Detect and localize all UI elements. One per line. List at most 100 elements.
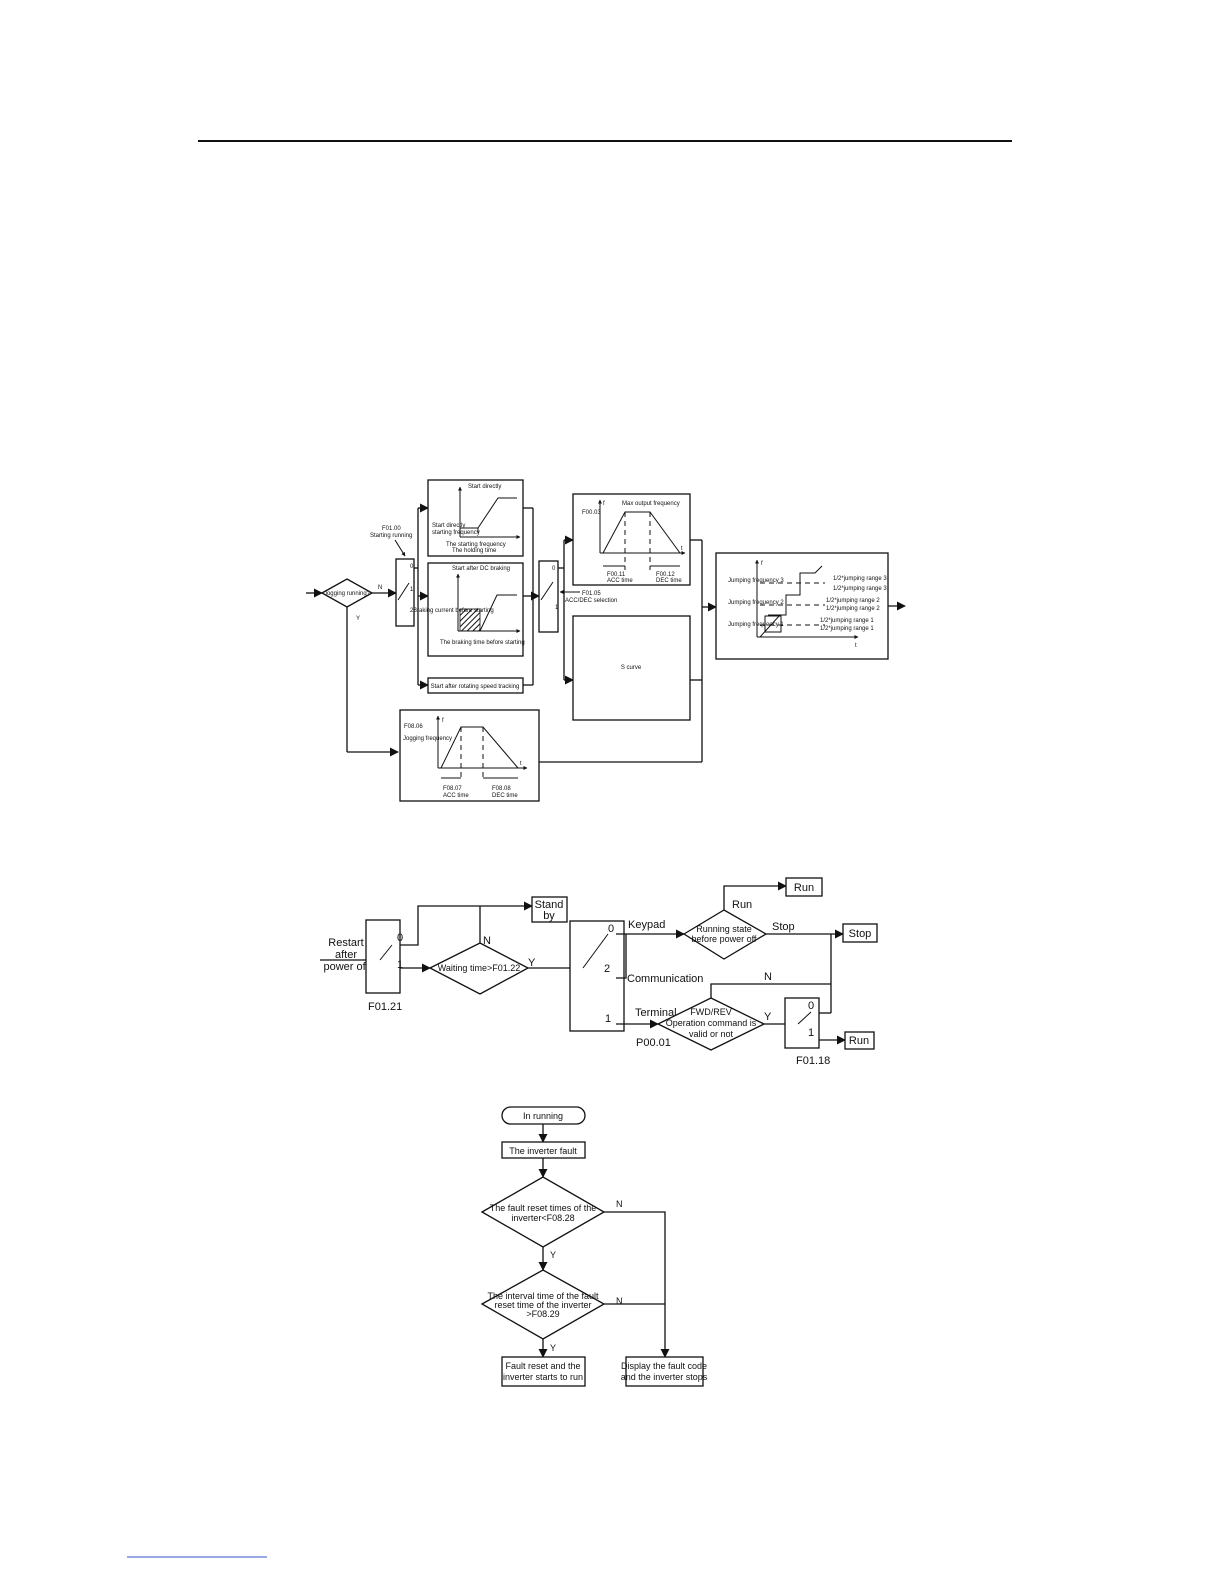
svg-text:Keypad: Keypad bbox=[628, 919, 665, 931]
f0100-code: F01.00 bbox=[382, 526, 401, 532]
svg-text:Y: Y bbox=[550, 1343, 556, 1353]
svg-text:DEC time: DEC time bbox=[656, 578, 682, 584]
run-top-box bbox=[785, 877, 823, 897]
run-bottom-box bbox=[844, 1031, 875, 1050]
svg-text:f: f bbox=[442, 718, 444, 724]
accdec-switch bbox=[538, 560, 559, 633]
svg-text:N: N bbox=[616, 1296, 623, 1306]
svg-text:Run: Run bbox=[849, 1035, 869, 1047]
f0118-switch bbox=[784, 997, 820, 1049]
svg-text:inverter starts to run: inverter starts to run bbox=[503, 1372, 583, 1382]
svg-text:Stop: Stop bbox=[772, 921, 795, 933]
jogging-decision-label: Jogging running? bbox=[324, 591, 371, 597]
svg-text:F00.03: F00.03 bbox=[582, 510, 601, 516]
svg-text:Y: Y bbox=[764, 1011, 772, 1023]
svg-text:F08.08: F08.08 bbox=[492, 786, 511, 792]
svg-text:starting frequency: starting frequency bbox=[432, 530, 480, 536]
svg-text:1/2*jumping range 2: 1/2*jumping range 2 bbox=[826, 606, 880, 612]
diagram-fault-reset: In running The inverter fault The fault … bbox=[480, 1106, 708, 1387]
svg-text:Fault reset and the: Fault reset and the bbox=[505, 1361, 580, 1371]
svg-text:Operation command is: Operation command is bbox=[666, 1018, 757, 1028]
svg-text:P00.01: P00.01 bbox=[636, 1037, 671, 1049]
svg-text:N: N bbox=[378, 585, 382, 591]
svg-text:Waiting time>F01.22: Waiting time>F01.22 bbox=[438, 963, 520, 973]
svg-text:The braking time before starti: The braking time before starting bbox=[440, 640, 525, 646]
svg-text:1/2*jumping range 1: 1/2*jumping range 1 bbox=[820, 618, 874, 624]
svg-text:Y: Y bbox=[356, 616, 360, 622]
svg-text:0: 0 bbox=[552, 566, 556, 572]
stop-box bbox=[842, 923, 878, 943]
svg-text:0: 0 bbox=[397, 932, 403, 944]
svg-text:Stand: Stand bbox=[535, 899, 564, 911]
fault-reset-box bbox=[501, 1356, 586, 1387]
svg-text:>F08.29: >F08.29 bbox=[526, 1309, 559, 1319]
svg-text:The starting frequency: The starting frequency bbox=[446, 542, 506, 548]
svg-text:F08.07: F08.07 bbox=[443, 786, 462, 792]
svg-text:DEC time: DEC time bbox=[492, 793, 518, 799]
svg-text:Jumping frequency 3: Jumping frequency 3 bbox=[728, 578, 784, 584]
svg-text:F01.05: F01.05 bbox=[582, 591, 601, 597]
display-fault-box bbox=[625, 1356, 704, 1387]
svg-text:1/2*jumping range 3: 1/2*jumping range 3 bbox=[833, 586, 887, 592]
standby-box bbox=[531, 896, 568, 923]
svg-text:Communication: Communication bbox=[627, 973, 703, 985]
diagram-running-flow: Jogging running? N Y 0 1 2 F01.00 Starti… bbox=[306, 479, 906, 802]
svg-text:Run: Run bbox=[732, 899, 752, 911]
svg-text:ACC/DEC selection: ACC/DEC selection bbox=[565, 598, 617, 604]
svg-text:Y: Y bbox=[528, 957, 536, 969]
svg-text:Stop: Stop bbox=[849, 928, 872, 940]
svg-text:N: N bbox=[616, 1199, 623, 1209]
svg-text:2: 2 bbox=[410, 608, 414, 614]
svg-text:1: 1 bbox=[808, 1027, 814, 1039]
svg-text:valid or not: valid or not bbox=[689, 1029, 734, 1039]
svg-text:Start directly: Start directly bbox=[468, 484, 501, 490]
svg-text:Jogging frequency: Jogging frequency bbox=[403, 736, 452, 742]
jogging-box bbox=[399, 709, 540, 802]
svg-text:FWD/REV: FWD/REV bbox=[690, 1007, 732, 1017]
svg-text:Start after rotating speed tra: Start after rotating speed tracking bbox=[431, 684, 520, 690]
svg-text:ACC time: ACC time bbox=[607, 578, 633, 584]
s-curve-box bbox=[572, 615, 691, 721]
svg-text:S curve: S curve bbox=[621, 665, 642, 671]
svg-text:The holding time: The holding time bbox=[452, 548, 497, 554]
svg-text:In running: In running bbox=[523, 1111, 563, 1121]
svg-text:Display the fault code: Display the fault code bbox=[621, 1361, 707, 1371]
svg-text:0: 0 bbox=[608, 923, 614, 935]
svg-text:F01.18: F01.18 bbox=[796, 1055, 830, 1067]
svg-text:after: after bbox=[335, 949, 357, 961]
svg-text:before power off: before power off bbox=[692, 934, 757, 944]
start-directly-box bbox=[427, 479, 524, 557]
svg-text:Start after DC braking: Start after DC braking bbox=[452, 566, 510, 572]
svg-text:1: 1 bbox=[605, 1013, 611, 1025]
svg-text:Running state: Running state bbox=[696, 924, 752, 934]
svg-text:The inverter fault: The inverter fault bbox=[509, 1146, 577, 1156]
start-mode-switch bbox=[395, 558, 415, 627]
svg-text:t: t bbox=[520, 761, 522, 767]
svg-text:0: 0 bbox=[808, 1000, 814, 1012]
svg-text:N: N bbox=[764, 971, 772, 983]
svg-text:1/2*jumping range 3: 1/2*jumping range 3 bbox=[833, 576, 887, 582]
svg-text:reset time of the inverter: reset time of the inverter bbox=[494, 1300, 591, 1310]
svg-text:The fault reset times of the: The fault reset times of the bbox=[490, 1203, 597, 1213]
svg-text:1: 1 bbox=[555, 605, 559, 611]
svg-text:1/2*jumping range 2: 1/2*jumping range 2 bbox=[826, 598, 880, 604]
jumping-frequency-box bbox=[715, 552, 889, 660]
svg-text:The interval time of the fault: The interval time of the fault bbox=[487, 1291, 599, 1301]
svg-text:Terminal: Terminal bbox=[635, 1007, 677, 1019]
svg-text:F01.21: F01.21 bbox=[368, 1001, 402, 1013]
f0100-name: Starting running bbox=[370, 533, 412, 539]
svg-text:ACC time: ACC time bbox=[443, 793, 469, 799]
svg-text:0: 0 bbox=[410, 564, 414, 570]
svg-text:F00.11: F00.11 bbox=[607, 572, 626, 578]
p0001-switch bbox=[569, 920, 625, 1032]
svg-text:power off: power off bbox=[323, 961, 369, 973]
svg-text:by: by bbox=[543, 910, 555, 922]
svg-text:Max output frequency: Max output frequency bbox=[622, 501, 680, 507]
svg-text:f: f bbox=[761, 561, 763, 567]
svg-text:Start directly: Start directly bbox=[432, 523, 465, 529]
svg-text:Braking current before startin: Braking current before starting bbox=[413, 608, 494, 614]
svg-text:F00.12: F00.12 bbox=[656, 572, 675, 578]
svg-text:2: 2 bbox=[604, 963, 610, 975]
svg-text:Y: Y bbox=[550, 1250, 556, 1260]
